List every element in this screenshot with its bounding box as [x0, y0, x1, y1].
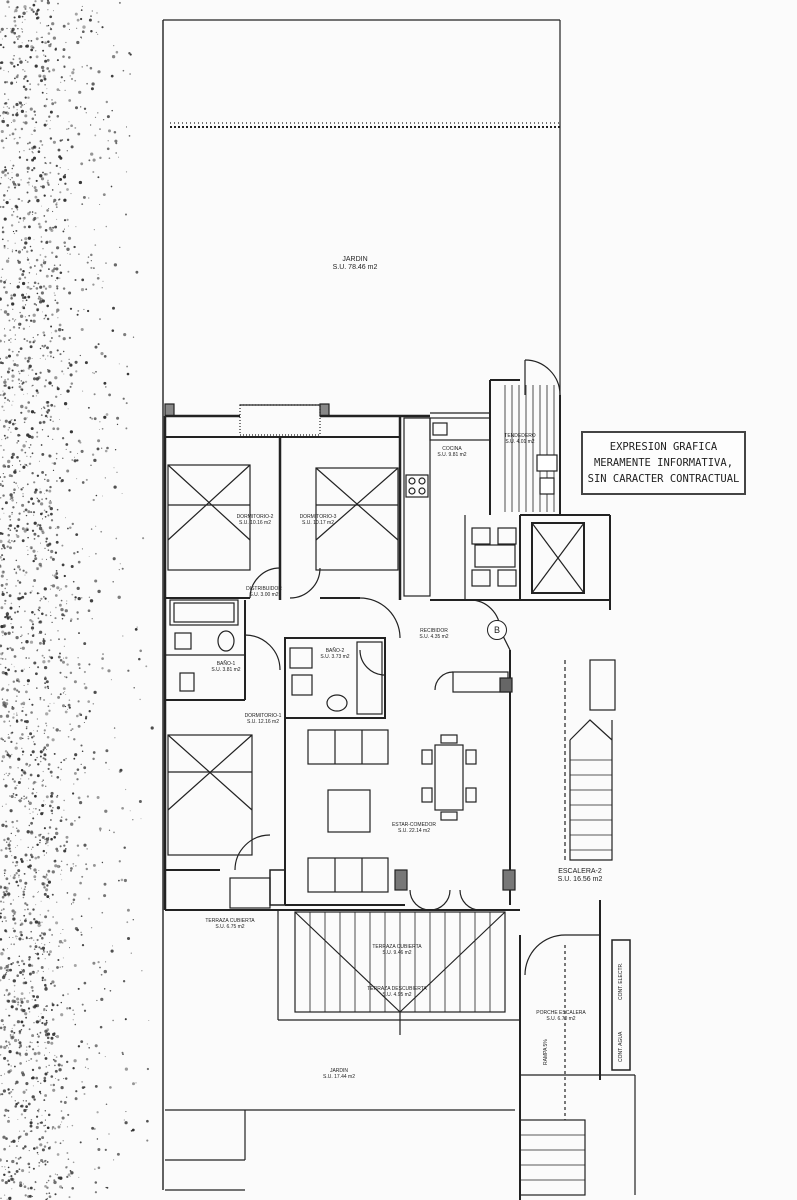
label-escalera-2: ESCALERA-2 S.U. 16.56 m2	[558, 868, 603, 884]
label-dormitorio-3: DORMITORIO-3 S.U. 10.17 m2	[300, 514, 337, 526]
room-name: COCINA	[442, 446, 462, 452]
label-terraza-cubierta-2: TERRAZA CUBIERTA S.U. 9.46 m2	[372, 944, 421, 956]
room-name: JARDIN	[342, 256, 368, 263]
room-name: TERRAZA CUBIERTA	[372, 944, 422, 950]
room-name: TERRAZA DESCUBIERTA	[367, 986, 427, 992]
label-dormitorio-1: DORMITORIO-1 S.U. 12.16 m2	[245, 713, 282, 725]
room-area: S.U. 17.44 m2	[323, 1074, 355, 1080]
room-name: JARDIN	[329, 1068, 349, 1074]
room-name: DORMITORIO-1	[244, 713, 282, 719]
room-area: S.U. 3.73 m2	[320, 654, 350, 660]
room-area: S.U. 10.16 m2	[239, 520, 271, 526]
room-area: S.U. 78.46 m2	[332, 264, 378, 271]
label-dormitorio-2: DORMITORIO-2 S.U. 10.16 m2	[237, 514, 274, 526]
room-area: S.U. 6.70 m2	[546, 1016, 576, 1022]
label-distribuidor: DISTRIBUIDOR S.U. 3.00 m2	[246, 586, 282, 598]
room-name: ESTAR-COMEDOR	[391, 822, 437, 828]
label-cocina: COCINA S.U. 9.81 m2	[437, 446, 466, 458]
room-area: S.U. 9.46 m2	[382, 950, 412, 956]
room-area: S.U. 9.81 m2	[437, 452, 467, 458]
label-jardin-top: JARDIN S.U. 78.46 m2	[333, 256, 378, 272]
room-area: S.U. 4.95 m2	[382, 992, 412, 998]
room-area: S.U. 12.16 m2	[247, 719, 279, 725]
room-area: S.U. 6.75 m2	[215, 924, 245, 930]
room-name: ESCALERA-2	[558, 868, 602, 875]
disclaimer-box: EXPRESION GRAFICA MERAMENTE INFORMATIVA,…	[581, 431, 746, 495]
room-area: S.U. 4.01 m2	[505, 439, 535, 445]
room-name: BAÑO-2	[325, 648, 345, 654]
room-name: DORMITORIO-2	[236, 514, 274, 520]
room-name: DISTRIBUIDOR	[246, 586, 282, 592]
label-bano-1: BAÑO-1 S.U. 3.81 m2	[211, 661, 240, 673]
room-area: S.U. 10.17 m2	[302, 520, 334, 526]
room-area: S.U. 16.56 m2	[557, 876, 603, 883]
label-terraza-descubierta: TERRAZA DESCUBIERTA S.U. 4.95 m2	[367, 986, 427, 998]
room-area: S.U. 22.14 m2	[398, 828, 430, 834]
label-tendedero: TENDEDERO S.U. 4.01 m2	[504, 433, 535, 445]
label-cont-electr: CONT. ELECTR.	[618, 962, 624, 1000]
label-recibidor: RECIBIDOR S.U. 4.35 m2	[419, 628, 448, 640]
label-rampa: RAMPA 5%	[543, 1039, 549, 1065]
room-area: S.U. 4.35 m2	[419, 634, 449, 640]
label-cont-agua: CONT. AGUA	[618, 1031, 624, 1062]
room-name: RECIBIDOR	[420, 628, 448, 634]
room-name: TENDEDERO	[504, 433, 536, 439]
label-porche-escalera: PORCHE ESCALERA S.U. 6.70 m2	[536, 1010, 585, 1022]
room-area: S.U. 3.81 m2	[211, 667, 241, 673]
room-name: TERRAZA CUBIERTA	[205, 918, 255, 924]
label-estar-comedor: ESTAR-COMEDOR S.U. 22.14 m2	[392, 822, 436, 834]
label-bano-2: BAÑO-2 S.U. 3.73 m2	[320, 648, 349, 660]
room-name: PORCHE ESCALERA	[536, 1010, 586, 1016]
room-name: BAÑO-1	[216, 661, 236, 667]
disclaimer-line-3: SIN CARACTER CONTRACTUAL	[587, 473, 740, 485]
label-jardin-bottom: JARDIN S.U. 17.44 m2	[323, 1068, 355, 1080]
scan-noise	[0, 0, 154, 1200]
room-name: DORMITORIO-3	[299, 514, 337, 520]
disclaimer-line-2: MERAMENTE INFORMATIVA,	[593, 457, 734, 469]
disclaimer-line-1: EXPRESION GRAFICA	[609, 441, 718, 453]
section-marker-b: B	[487, 620, 507, 640]
room-area: S.U. 3.00 m2	[249, 592, 279, 598]
label-terraza-cubierta-1: TERRAZA CUBIERTA S.U. 6.75 m2	[205, 918, 254, 930]
